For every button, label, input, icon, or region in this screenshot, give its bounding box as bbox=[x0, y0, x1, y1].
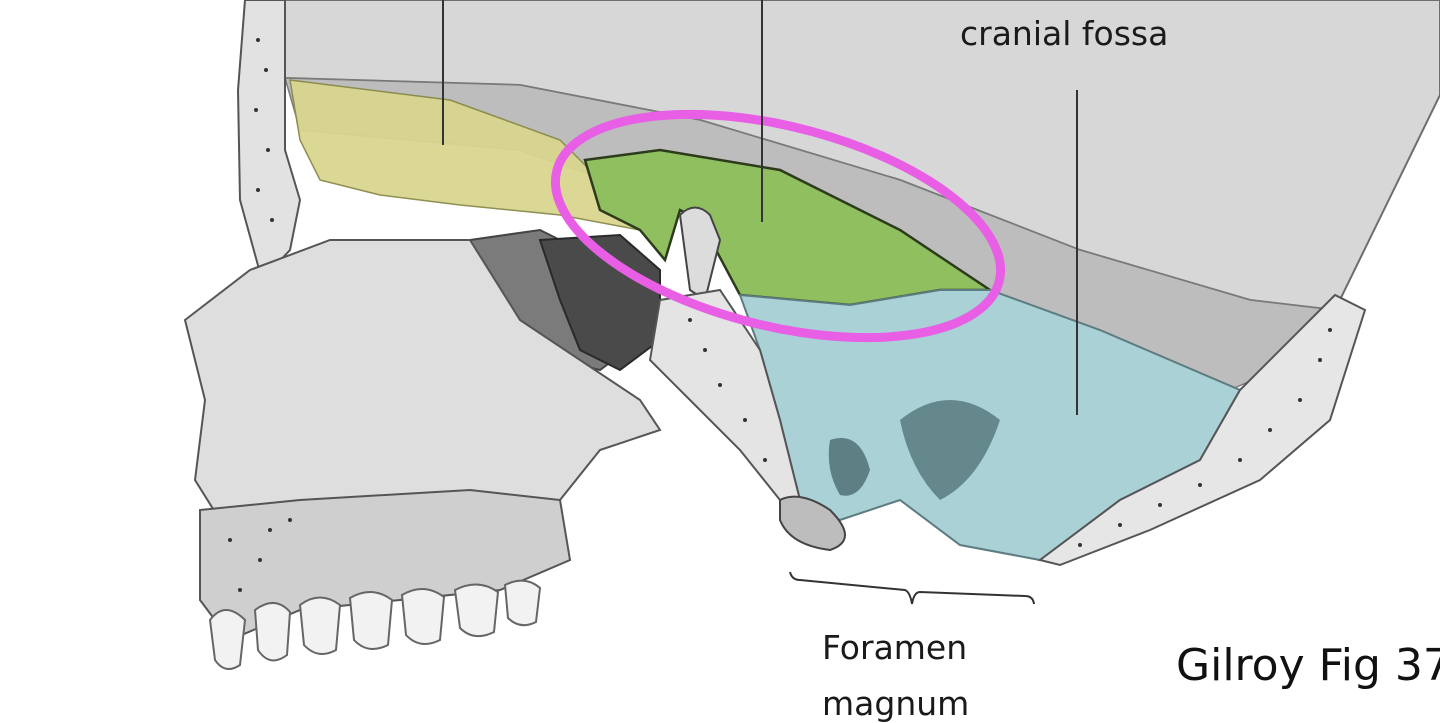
foramen-magnum-bracket bbox=[789, 571, 1035, 605]
occipital-bone-edge bbox=[1037, 293, 1367, 567]
highlight-ring bbox=[550, 109, 1006, 343]
posterior-fossa-shadow-2 bbox=[828, 438, 870, 496]
foramen-label-line1: Foramen bbox=[822, 628, 968, 667]
cranial-fossa-label: cranial fossa bbox=[960, 14, 1169, 53]
nasal-cavity-wall bbox=[183, 239, 662, 522]
frontal-bone-edge bbox=[236, 0, 302, 282]
spongy-bone-palate bbox=[228, 518, 292, 592]
posterior-fossa-shadow bbox=[900, 400, 1000, 500]
figure-credit: Gilroy Fig 37 bbox=[1176, 640, 1440, 691]
spongy-bone-occipital bbox=[1078, 328, 1332, 547]
foramen-label-line2: magnum bbox=[822, 684, 970, 723]
maxillary-teeth bbox=[208, 579, 542, 670]
dorsum-sellae bbox=[678, 206, 722, 302]
spongy-bone-clivus bbox=[688, 318, 767, 462]
occipital-condyle bbox=[779, 495, 846, 552]
spongy-bone-frontal bbox=[254, 38, 274, 222]
